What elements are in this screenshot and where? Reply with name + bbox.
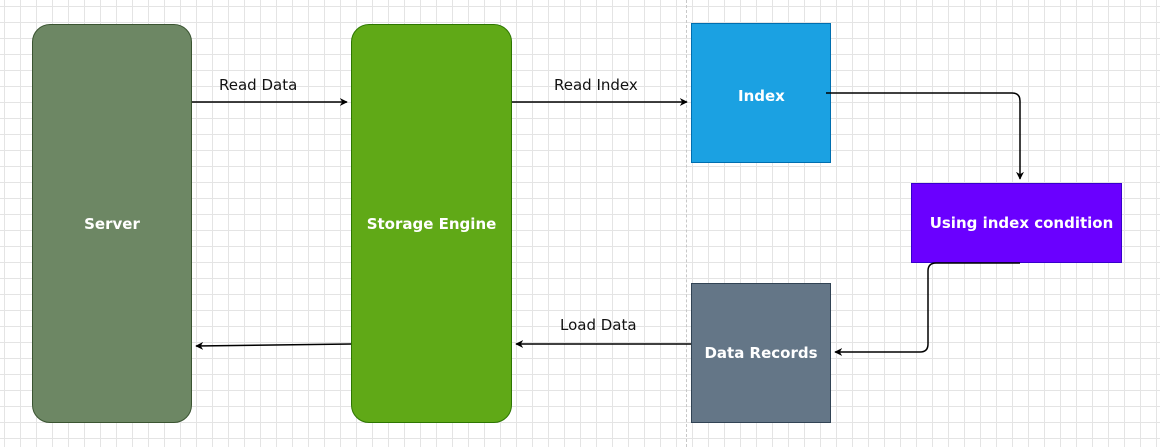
return-to-server-arrow[interactable] — [195, 341, 352, 350]
condition-to-records-arrow[interactable] — [834, 262, 1020, 356]
index-to-condition-arrow[interactable] — [826, 92, 1024, 180]
data-records-node[interactable]: Data Records — [691, 283, 831, 423]
server-label: Server — [84, 214, 140, 233]
page-divider — [686, 0, 687, 447]
data-records-label: Data Records — [704, 344, 818, 362]
storage-engine-node[interactable]: Storage Engine — [351, 24, 512, 423]
index-node[interactable]: Index — [691, 23, 831, 163]
storage-engine-label: Storage Engine — [366, 214, 497, 233]
using-index-condition-node[interactable]: Using index condition — [911, 183, 1122, 263]
using-index-condition-label: Using index condition — [929, 214, 1114, 232]
server-node[interactable]: Server — [32, 24, 192, 423]
read-index-label: Read Index — [554, 76, 638, 94]
load-data-label: Load Data — [560, 316, 637, 334]
read-data-label: Read Data — [219, 76, 298, 94]
index-label: Index — [738, 87, 785, 105]
